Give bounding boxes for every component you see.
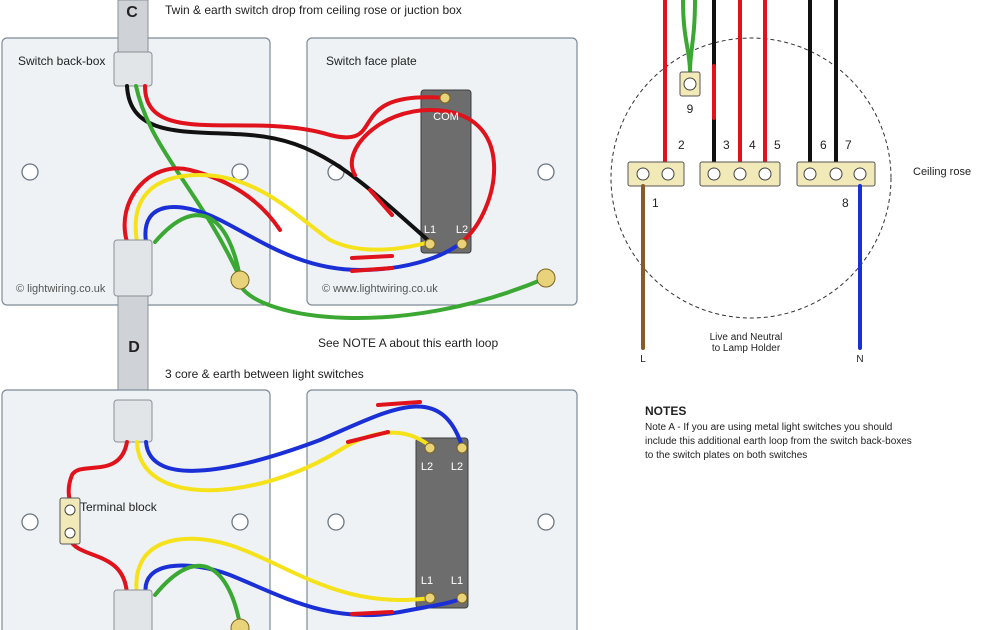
terminal-screw xyxy=(829,167,843,181)
conduit-sleeve xyxy=(113,399,153,443)
conduit-label-c: C xyxy=(126,4,138,21)
terminal-label-l1-right: L1 xyxy=(451,575,463,587)
terminal-screw xyxy=(636,167,650,181)
wire-earth-loop xyxy=(238,276,548,321)
terminal-number-1: 1 xyxy=(652,196,659,210)
earth-note: See NOTE A about this earth loop xyxy=(318,336,498,350)
caption-mid: 3 core & earth between light switches xyxy=(165,367,364,381)
switch-rocker-bottom xyxy=(415,437,469,609)
wire-yellow-upper xyxy=(135,430,432,493)
wire-red-3core xyxy=(122,166,282,244)
terminal-number-9: 9 xyxy=(687,102,694,116)
terminal-screw-l1 xyxy=(424,238,436,250)
wire-blue-upper xyxy=(144,404,464,473)
copyright-faceplate: © www.lightwiring.co.uk xyxy=(322,283,438,295)
conduit-label-d: D xyxy=(128,339,140,356)
bottom-switch-assembly: D 3 core & earth between light switches … xyxy=(1,339,578,630)
earth-terminal xyxy=(536,268,556,288)
terminal-screw-l2 xyxy=(424,442,436,454)
terminal-label-l2: L2 xyxy=(456,224,468,236)
terminal-label-l1-left: L1 xyxy=(421,575,433,587)
wire-earth-3core xyxy=(153,213,242,280)
lamp-holder-line1: Live and Neutral xyxy=(710,332,783,343)
ceiling-rose-assembly: 9 2 3 4 5 6 7 1 8 Ceiling rose Live and … xyxy=(610,0,971,365)
lamp-holder-line2: to Lamp Holder xyxy=(712,343,781,354)
terminal-block-screw xyxy=(64,504,76,516)
screw-hole-right xyxy=(231,513,249,531)
screw-hole-right xyxy=(231,163,249,181)
notes-line: Note A - If you are using metal light sw… xyxy=(645,422,892,433)
notes-line: include this additional earth loop from … xyxy=(645,436,912,447)
terminal-label-l1: L1 xyxy=(424,224,436,236)
terminal-block-screw xyxy=(64,527,76,539)
terminal-number-6: 6 xyxy=(820,138,827,152)
terminal-number-4: 4 xyxy=(749,138,756,152)
terminal-screw xyxy=(853,167,867,181)
terminal-label-l2-right: L2 xyxy=(451,461,463,473)
caption-top: Twin & earth switch drop from ceiling ro… xyxy=(165,3,462,17)
terminal-number-8: 8 xyxy=(842,196,849,210)
wire-red-lower xyxy=(68,538,129,597)
conduit-sleeve xyxy=(113,589,153,630)
wire-red-to-terminal-block xyxy=(66,440,129,502)
wire-blue-lower xyxy=(143,563,464,618)
wire-blue-3core xyxy=(143,205,464,273)
screw-hole-left xyxy=(327,513,345,531)
terminal-screw-l1 xyxy=(424,592,436,604)
notes: NOTES Note A - If you are using metal li… xyxy=(645,404,912,461)
terminal-number-3: 3 xyxy=(723,138,730,152)
sleeve-red-on-blue-a xyxy=(350,254,394,260)
top-switch-assembly: C Twin & earth switch drop from ceiling … xyxy=(1,0,578,391)
sleeve-red-on-blue-b xyxy=(350,266,394,273)
copyright-backbox: © lightwiring.co.uk xyxy=(16,283,106,295)
terminal-label-l2-left: L2 xyxy=(421,461,433,473)
sleeve-red-on-blue xyxy=(376,400,422,407)
wire-earth xyxy=(688,0,697,74)
terminal-block-label: Terminal block xyxy=(80,500,158,514)
sleeve-red-on-yellow xyxy=(346,430,390,444)
ceiling-rose-outline xyxy=(610,37,892,319)
terminal-number-2: 2 xyxy=(678,138,685,152)
wire-yellow-lower xyxy=(134,536,432,602)
screw-hole-right xyxy=(537,513,555,531)
terminal-screw-l1 xyxy=(456,592,468,604)
wire-red-switch xyxy=(143,84,447,140)
terminal-screw xyxy=(803,167,817,181)
terminal-screw xyxy=(707,167,721,181)
sleeve-red-on-blue-lower xyxy=(350,610,394,616)
screw-hole-right xyxy=(537,163,555,181)
terminal-label-com: COM xyxy=(433,111,459,123)
live-label: L xyxy=(640,354,646,365)
earth-terminal xyxy=(230,270,250,290)
terminal-screw-l2 xyxy=(456,238,468,250)
wire-yellow-3core xyxy=(133,172,432,252)
switch-faceplate-label: Switch face plate xyxy=(326,54,417,68)
screw-hole-left xyxy=(21,163,39,181)
conduit-sleeve xyxy=(113,51,153,87)
screw-hole-left xyxy=(21,513,39,531)
neutral-label: N xyxy=(856,354,863,365)
conduit-sleeve xyxy=(113,239,153,297)
earth-terminal xyxy=(230,618,250,630)
terminal-number-5: 5 xyxy=(774,138,781,152)
switch-backbox-label: Switch back-box xyxy=(18,54,105,68)
notes-line: to the switch plates on both switches xyxy=(645,450,807,461)
terminal-screw-l2 xyxy=(456,442,468,454)
terminal-screw xyxy=(758,167,772,181)
switch-backbox-bottom xyxy=(1,389,271,630)
wire-earth-top xyxy=(134,84,242,280)
ceiling-rose-label: Ceiling rose xyxy=(913,166,971,178)
terminal-screw xyxy=(661,167,675,181)
terminal-screw xyxy=(733,167,747,181)
wire-red-loop xyxy=(349,107,496,244)
notes-title: NOTES xyxy=(645,404,686,418)
terminal-screw-com xyxy=(439,92,451,104)
wire-earth-lower xyxy=(153,563,242,627)
sleeve-red-on-black xyxy=(368,188,394,217)
terminal-screw xyxy=(683,77,697,91)
terminal-number-7: 7 xyxy=(845,138,852,152)
terminal-block-1-2 xyxy=(627,161,685,187)
